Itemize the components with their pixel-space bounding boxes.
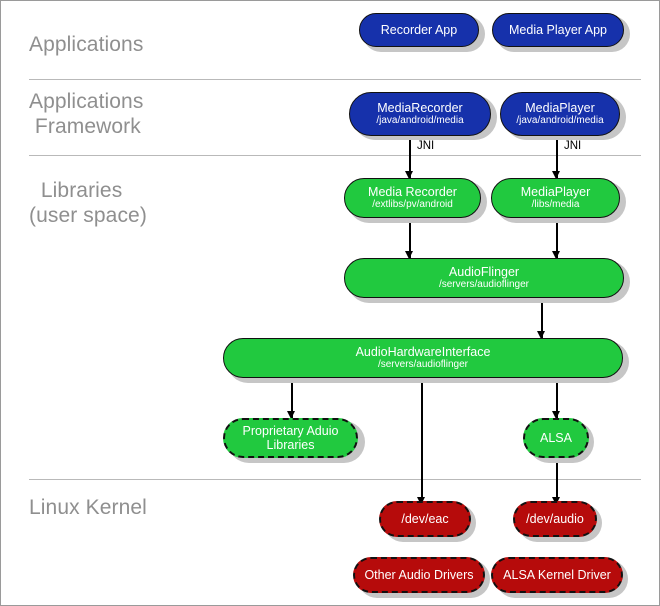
connector-audiohardwareinterface-to-dev-eac xyxy=(421,378,423,504)
node-proprietary-audio-libraries-title: Proprietary Aduio xyxy=(242,424,339,438)
layer-label-applications: Applications xyxy=(29,33,144,56)
connector-mediaplayer-lib-to-audioflinger xyxy=(556,218,558,258)
connector-audiohardwareinterface-to-alsa xyxy=(556,378,558,418)
arrowhead-alsa xyxy=(552,411,561,419)
node-alsa-kernel-driver[interactable]: ALSA Kernel Driver xyxy=(491,557,623,593)
layer-label-linux-kernel: Linux Kernel xyxy=(29,496,147,519)
arrowhead-proprietary xyxy=(287,411,296,419)
node-dev-eac-title: /dev/eac xyxy=(401,512,449,526)
node-media-player-app-title: Media Player App xyxy=(509,23,607,37)
node-mediarecorder-subtitle: /java/android/media xyxy=(376,115,464,126)
node-proprietary-audio-libraries[interactable]: Proprietary Aduio Libraries xyxy=(223,418,358,458)
node-other-audio-drivers[interactable]: Other Audio Drivers xyxy=(353,557,485,593)
node-alsa-kernel-driver-title: ALSA Kernel Driver xyxy=(503,568,611,582)
divider-applications-framework xyxy=(29,155,641,156)
connector-mediaplayer-framework-to-mediaplayer-lib xyxy=(556,140,558,178)
layer-label-libraries: Libraries (user space) xyxy=(29,179,147,227)
node-media-recorder-lib-subtitle: /extlibs/pv/android xyxy=(372,199,453,210)
node-dev-eac[interactable]: /dev/eac xyxy=(379,501,471,537)
divider-applications xyxy=(29,79,641,80)
node-media-recorder-lib-title: Media Recorder xyxy=(368,185,457,199)
node-dev-audio[interactable]: /dev/audio xyxy=(513,501,597,537)
node-proprietary-audio-libraries-subtitle: Libraries xyxy=(266,438,315,452)
layer-label-applications-framework: Applications Framework xyxy=(29,90,144,138)
node-alsa[interactable]: ALSA xyxy=(523,418,589,458)
node-audiohardwareinterface[interactable]: AudioHardwareInterface /servers/audiofli… xyxy=(223,338,623,378)
node-media-player-app[interactable]: Media Player App xyxy=(492,13,624,47)
node-mediarecorder-title: MediaRecorder xyxy=(377,101,463,115)
node-audioflinger-subtitle: /servers/audioflinger xyxy=(438,279,530,290)
arrowhead-audioflinger-left xyxy=(405,251,414,259)
node-audioflinger[interactable]: AudioFlinger /servers/audioflinger xyxy=(344,258,624,298)
node-audiohardwareinterface-title: AudioHardwareInterface xyxy=(355,345,491,359)
connector-audiohardwareinterface-to-proprietary xyxy=(291,378,293,418)
node-recorder-app-title: Recorder App xyxy=(380,23,458,37)
edge-label-jni-recorder: JNI xyxy=(417,140,435,152)
node-audioflinger-title: AudioFlinger xyxy=(448,265,520,279)
arrowhead-audioflinger-right xyxy=(552,251,561,259)
node-mediaplayer-lib-title: MediaPlayer xyxy=(520,185,591,199)
node-mediaplayer-framework-title: MediaPlayer xyxy=(525,101,595,115)
node-alsa-title: ALSA xyxy=(540,431,572,445)
node-media-recorder-lib[interactable]: Media Recorder /extlibs/pv/android xyxy=(344,178,481,218)
arrowhead-audiohardwareinterface xyxy=(537,331,546,339)
arrowhead-mediaplayer-lib xyxy=(552,171,561,179)
connector-media-recorder-lib-to-audioflinger xyxy=(409,218,411,258)
node-dev-audio-title: /dev/audio xyxy=(526,512,584,526)
connector-alsa-to-dev-audio xyxy=(556,458,558,504)
node-mediaplayer-lib[interactable]: MediaPlayer /libs/media xyxy=(491,178,620,218)
connector-audioflinger-to-audiohardwareinterface xyxy=(541,298,543,338)
divider-libraries xyxy=(29,479,641,480)
node-mediaplayer-framework[interactable]: MediaPlayer /java/android/media xyxy=(500,92,620,136)
node-mediaplayer-lib-subtitle: /libs/media xyxy=(531,199,580,210)
connector-mediarecorder-to-media-recorder-lib xyxy=(409,140,411,178)
node-other-audio-drivers-title: Other Audio Drivers xyxy=(364,568,474,582)
node-recorder-app[interactable]: Recorder App xyxy=(359,13,479,47)
arrowhead-media-recorder-lib xyxy=(405,171,414,179)
node-mediarecorder[interactable]: MediaRecorder /java/android/media xyxy=(349,92,491,136)
node-audiohardwareinterface-subtitle: /servers/audioflinger xyxy=(377,359,469,370)
node-mediaplayer-framework-subtitle: /java/android/media xyxy=(516,115,604,126)
edge-label-jni-player: JNI xyxy=(564,140,582,152)
